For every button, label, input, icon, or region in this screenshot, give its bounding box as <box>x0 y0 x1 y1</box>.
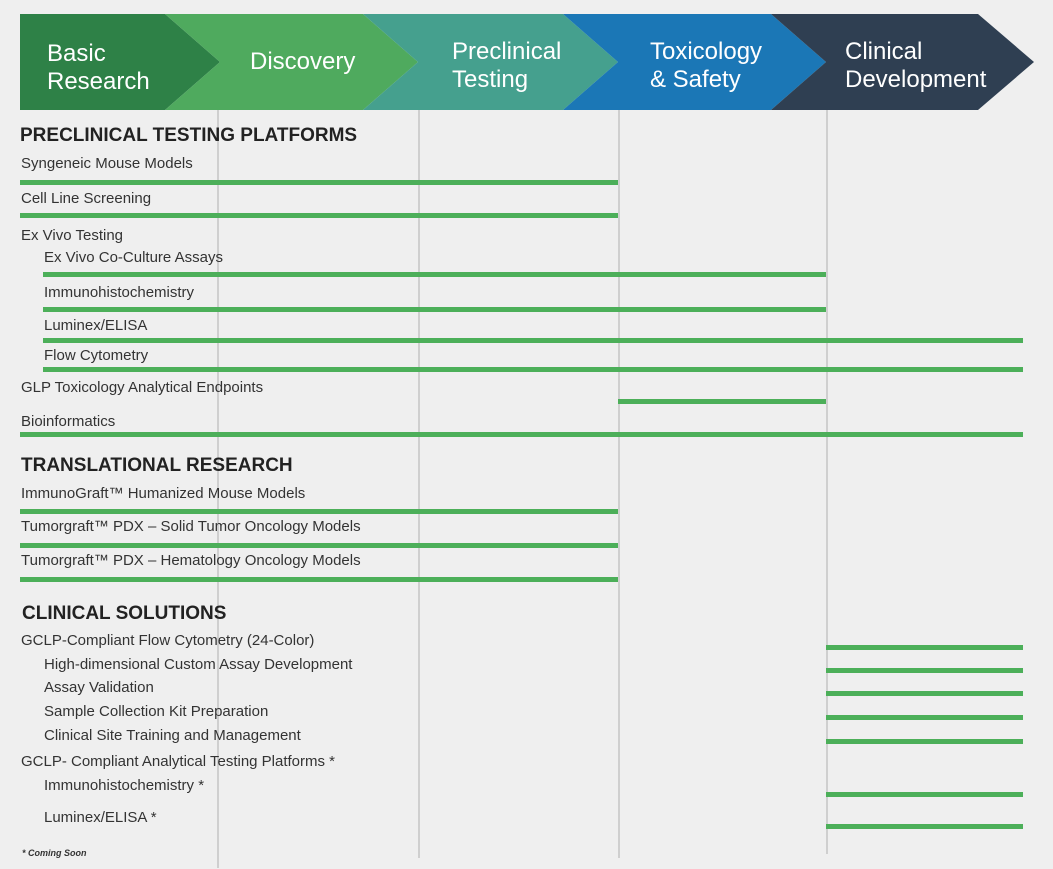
timeline-bar <box>20 213 618 218</box>
row-label: Luminex/ELISA * <box>44 809 157 826</box>
row-label: Tumorgraft™ PDX – Hematology Oncology Mo… <box>21 552 361 569</box>
timeline-bar <box>43 338 1023 343</box>
timeline-bar <box>826 645 1023 650</box>
stage-divider-3 <box>618 110 620 858</box>
stage-label-basic-research: Basic Research <box>47 40 150 95</box>
row-label: ImmunoGraft™ Humanized Mouse Models <box>21 485 306 502</box>
stage-label-preclinical-testing: Preclinical Testing <box>452 38 562 93</box>
timeline-bar <box>826 715 1023 720</box>
stage-divider-4 <box>826 110 828 854</box>
stage-chevron-clinical-development <box>771 14 1034 110</box>
stage-label-clinical-development: Clinical Development <box>845 38 987 93</box>
row-label: Sample Collection Kit Preparation <box>44 703 269 720</box>
row-label: Immunohistochemistry <box>44 284 195 301</box>
timeline-bar <box>826 792 1023 797</box>
timeline-bar <box>20 180 618 185</box>
stage-label-discovery: Discovery <box>250 48 356 75</box>
stage-chevron-toxicology-safety <box>563 14 826 110</box>
row-label: Syngeneic Mouse Models <box>21 155 193 172</box>
timeline-bar <box>618 399 826 404</box>
timeline-bar <box>43 307 826 312</box>
stage-chevron-band <box>20 14 1034 110</box>
section-heading-translational: TRANSLATIONAL RESEARCH <box>21 455 293 476</box>
row-label: Tumorgraft™ PDX – Solid Tumor Oncology M… <box>21 518 361 535</box>
timeline-bar <box>20 509 618 514</box>
timeline-bar <box>20 577 618 582</box>
timeline-bar <box>826 739 1023 744</box>
row-label: Bioinformatics <box>21 413 116 430</box>
row-label: Luminex/ELISA <box>44 317 148 334</box>
timeline-bar <box>826 824 1023 829</box>
row-label: Ex Vivo Testing <box>21 227 124 244</box>
timeline-bar <box>20 543 618 548</box>
row-label: Immunohistochemistry * <box>44 777 205 794</box>
row-label: GCLP- Compliant Analytical Testing Platf… <box>21 753 336 770</box>
timeline-bar <box>20 432 1023 437</box>
row-label: GCLP-Compliant Flow Cytometry (24-Color) <box>21 632 315 649</box>
timeline-bar <box>43 272 826 277</box>
stage-divider-2 <box>418 110 420 858</box>
timeline-bar <box>826 691 1023 696</box>
footnote: * Coming Soon <box>22 848 87 858</box>
timeline-bar <box>43 367 1023 372</box>
timeline-bar <box>826 668 1023 673</box>
row-label: High-dimensional Custom Assay Developmen… <box>44 656 353 673</box>
row-label: Cell Line Screening <box>21 190 152 207</box>
row-label: GLP Toxicology Analytical Endpoints <box>21 379 264 396</box>
stage-divider-1 <box>217 110 219 868</box>
stage-label-toxicology-safety: Toxicology & Safety <box>650 38 763 93</box>
row-label: Ex Vivo Co-Culture Assays <box>44 249 223 266</box>
stage-chevron-discovery <box>165 14 418 110</box>
section-heading-preclinical: PRECLINICAL TESTING PLATFORMS <box>20 125 358 146</box>
row-label: Clinical Site Training and Management <box>44 727 301 744</box>
row-label: Assay Validation <box>44 679 154 696</box>
row-label: Flow Cytometry <box>44 347 149 364</box>
stage-chevron-basic-research <box>20 14 220 110</box>
section-heading-clinical: CLINICAL SOLUTIONS <box>22 603 227 624</box>
stage-chevron-preclinical-testing <box>363 14 618 110</box>
